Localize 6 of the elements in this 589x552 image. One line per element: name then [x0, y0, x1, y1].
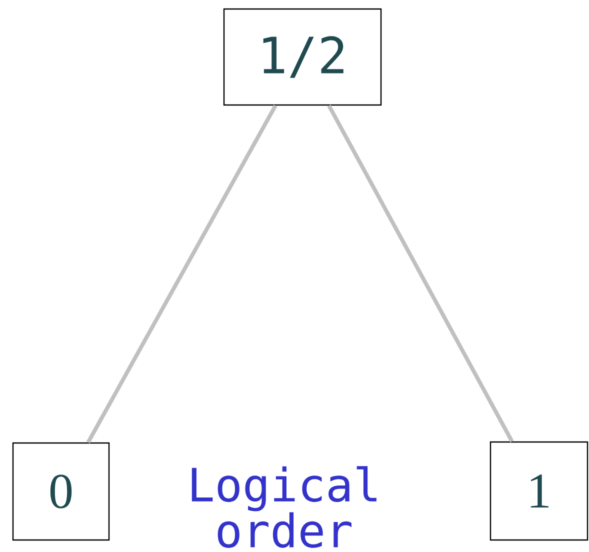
number-box: 0 — [12, 442, 110, 541]
connector-line — [327, 104, 514, 442]
caption-label: Logical order — [192, 466, 376, 548]
connector-line — [86, 104, 278, 444]
number-box: 1/2 — [223, 8, 382, 106]
number-box: 1 — [490, 441, 588, 541]
